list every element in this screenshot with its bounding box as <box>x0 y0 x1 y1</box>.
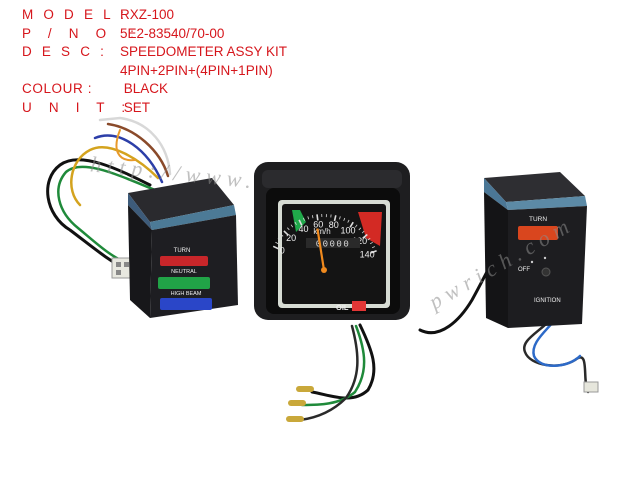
turn-lamp <box>160 256 208 266</box>
off-label: OFF <box>518 267 530 273</box>
right-ignition-unit: TURN OFF IGNITION <box>484 172 587 328</box>
dial-tick-mark <box>298 219 303 226</box>
dial-tick-mark <box>358 227 362 231</box>
speed-unit: km/h <box>313 227 330 236</box>
dial-tick-mark <box>349 221 354 228</box>
dial-tick-mark <box>294 221 297 225</box>
dial-tick-mark <box>277 237 281 241</box>
spec-pno-value: 5E2-83540/70-00 <box>120 25 225 41</box>
neutral-label: NEUTRAL <box>171 269 197 275</box>
left-turn-label: TURN <box>174 248 191 254</box>
right-turn-label: TURN <box>529 216 547 223</box>
spec-pno: P / N O : 5E2-83540/70-00 <box>22 25 287 44</box>
dial-tick-label: 80 <box>329 220 339 230</box>
dial-tick-mark <box>371 246 375 249</box>
oil-label: OIL <box>336 303 349 312</box>
spec-desc-label: D E S C : <box>22 44 108 59</box>
dial-tick-label: 100 <box>340 226 355 236</box>
spec-colour-value: BLACK <box>120 81 169 96</box>
dial-tick-mark <box>362 233 368 239</box>
bullet-connectors <box>286 386 314 422</box>
ignition-label: IGNITION <box>534 298 561 304</box>
spec-colour-label: COLOUR : <box>22 81 93 96</box>
neutral-lamp <box>158 277 210 289</box>
left-connector <box>111 257 135 279</box>
dial-tick-mark <box>275 241 279 244</box>
dial-tick-mark <box>339 216 341 220</box>
dial-tick-label: 0 <box>280 246 285 256</box>
dial-tick-mark <box>283 230 289 236</box>
odometer: 00000 <box>316 240 351 250</box>
left-indicator-unit: TURN NEUTRAL HIGH BEAM <box>128 178 238 318</box>
spec-model-value: RXZ-100 <box>120 7 175 22</box>
ignition-keyhole-icon <box>541 267 551 277</box>
spec-desc-value: SPEEDOMETER ASSY KIT <box>120 44 288 59</box>
spec-desc-value2: 4PIN+2PIN+(4PIN+1PIN) <box>120 62 273 78</box>
spec-desc: D E S C : SPEEDOMETER ASSY KIT <box>22 43 287 62</box>
speed-needle <box>316 228 326 271</box>
right-connector <box>583 381 599 393</box>
dial-tick-mark <box>290 224 294 228</box>
right-wires <box>523 316 590 394</box>
dial-tick-mark <box>303 217 305 221</box>
dial-tick-label: 140 <box>360 249 375 259</box>
right-turn-lamp <box>518 226 558 240</box>
dial-tick-label: 20 <box>286 233 296 243</box>
needle-hub <box>321 267 327 273</box>
odometer-window <box>306 238 360 248</box>
dial-tick-mark <box>307 216 310 220</box>
speedometer-wires <box>298 250 500 422</box>
high-beam-lamp <box>160 298 212 310</box>
dial-tick-mark <box>343 217 346 221</box>
spec-unit-value: SET <box>120 99 151 115</box>
dial-tick-mark <box>312 215 314 219</box>
dial-tick-mark <box>280 234 284 237</box>
spec-model: M O D E L : RXZ-100 <box>22 6 287 25</box>
spec-desc-line2: 4PIN+2PIN+(4PIN+1PIN) <box>22 62 287 81</box>
high-beam-label: HIGH BEAM <box>171 291 202 297</box>
dial-tick-mark <box>333 215 337 222</box>
speedometer: 020406080100120140 km/h 00000 OIL <box>254 162 410 320</box>
dial-tick-mark <box>354 224 358 228</box>
dial-tick-label: 40 <box>298 224 308 234</box>
left-wires <box>46 116 172 270</box>
dial-tick-label: 60 <box>313 219 323 229</box>
product-spec: M O D E L : RXZ-100 P / N O : 5E2-83540/… <box>22 6 287 117</box>
dial-tick-mark <box>272 245 280 250</box>
dial-lines <box>272 213 377 254</box>
dial-tick-mark <box>361 230 365 234</box>
oil-lamp <box>352 301 366 311</box>
spec-unit: U N I T : SET <box>22 99 287 118</box>
dial-tick-mark <box>316 214 319 221</box>
spec-colour: COLOUR : BLACK <box>22 80 287 99</box>
dial-tick-mark <box>367 237 371 241</box>
dial-tick-mark <box>370 250 377 254</box>
dial-tick-mark <box>287 227 290 231</box>
dial-tick-mark <box>347 219 350 223</box>
dial-tick-mark <box>369 241 373 245</box>
